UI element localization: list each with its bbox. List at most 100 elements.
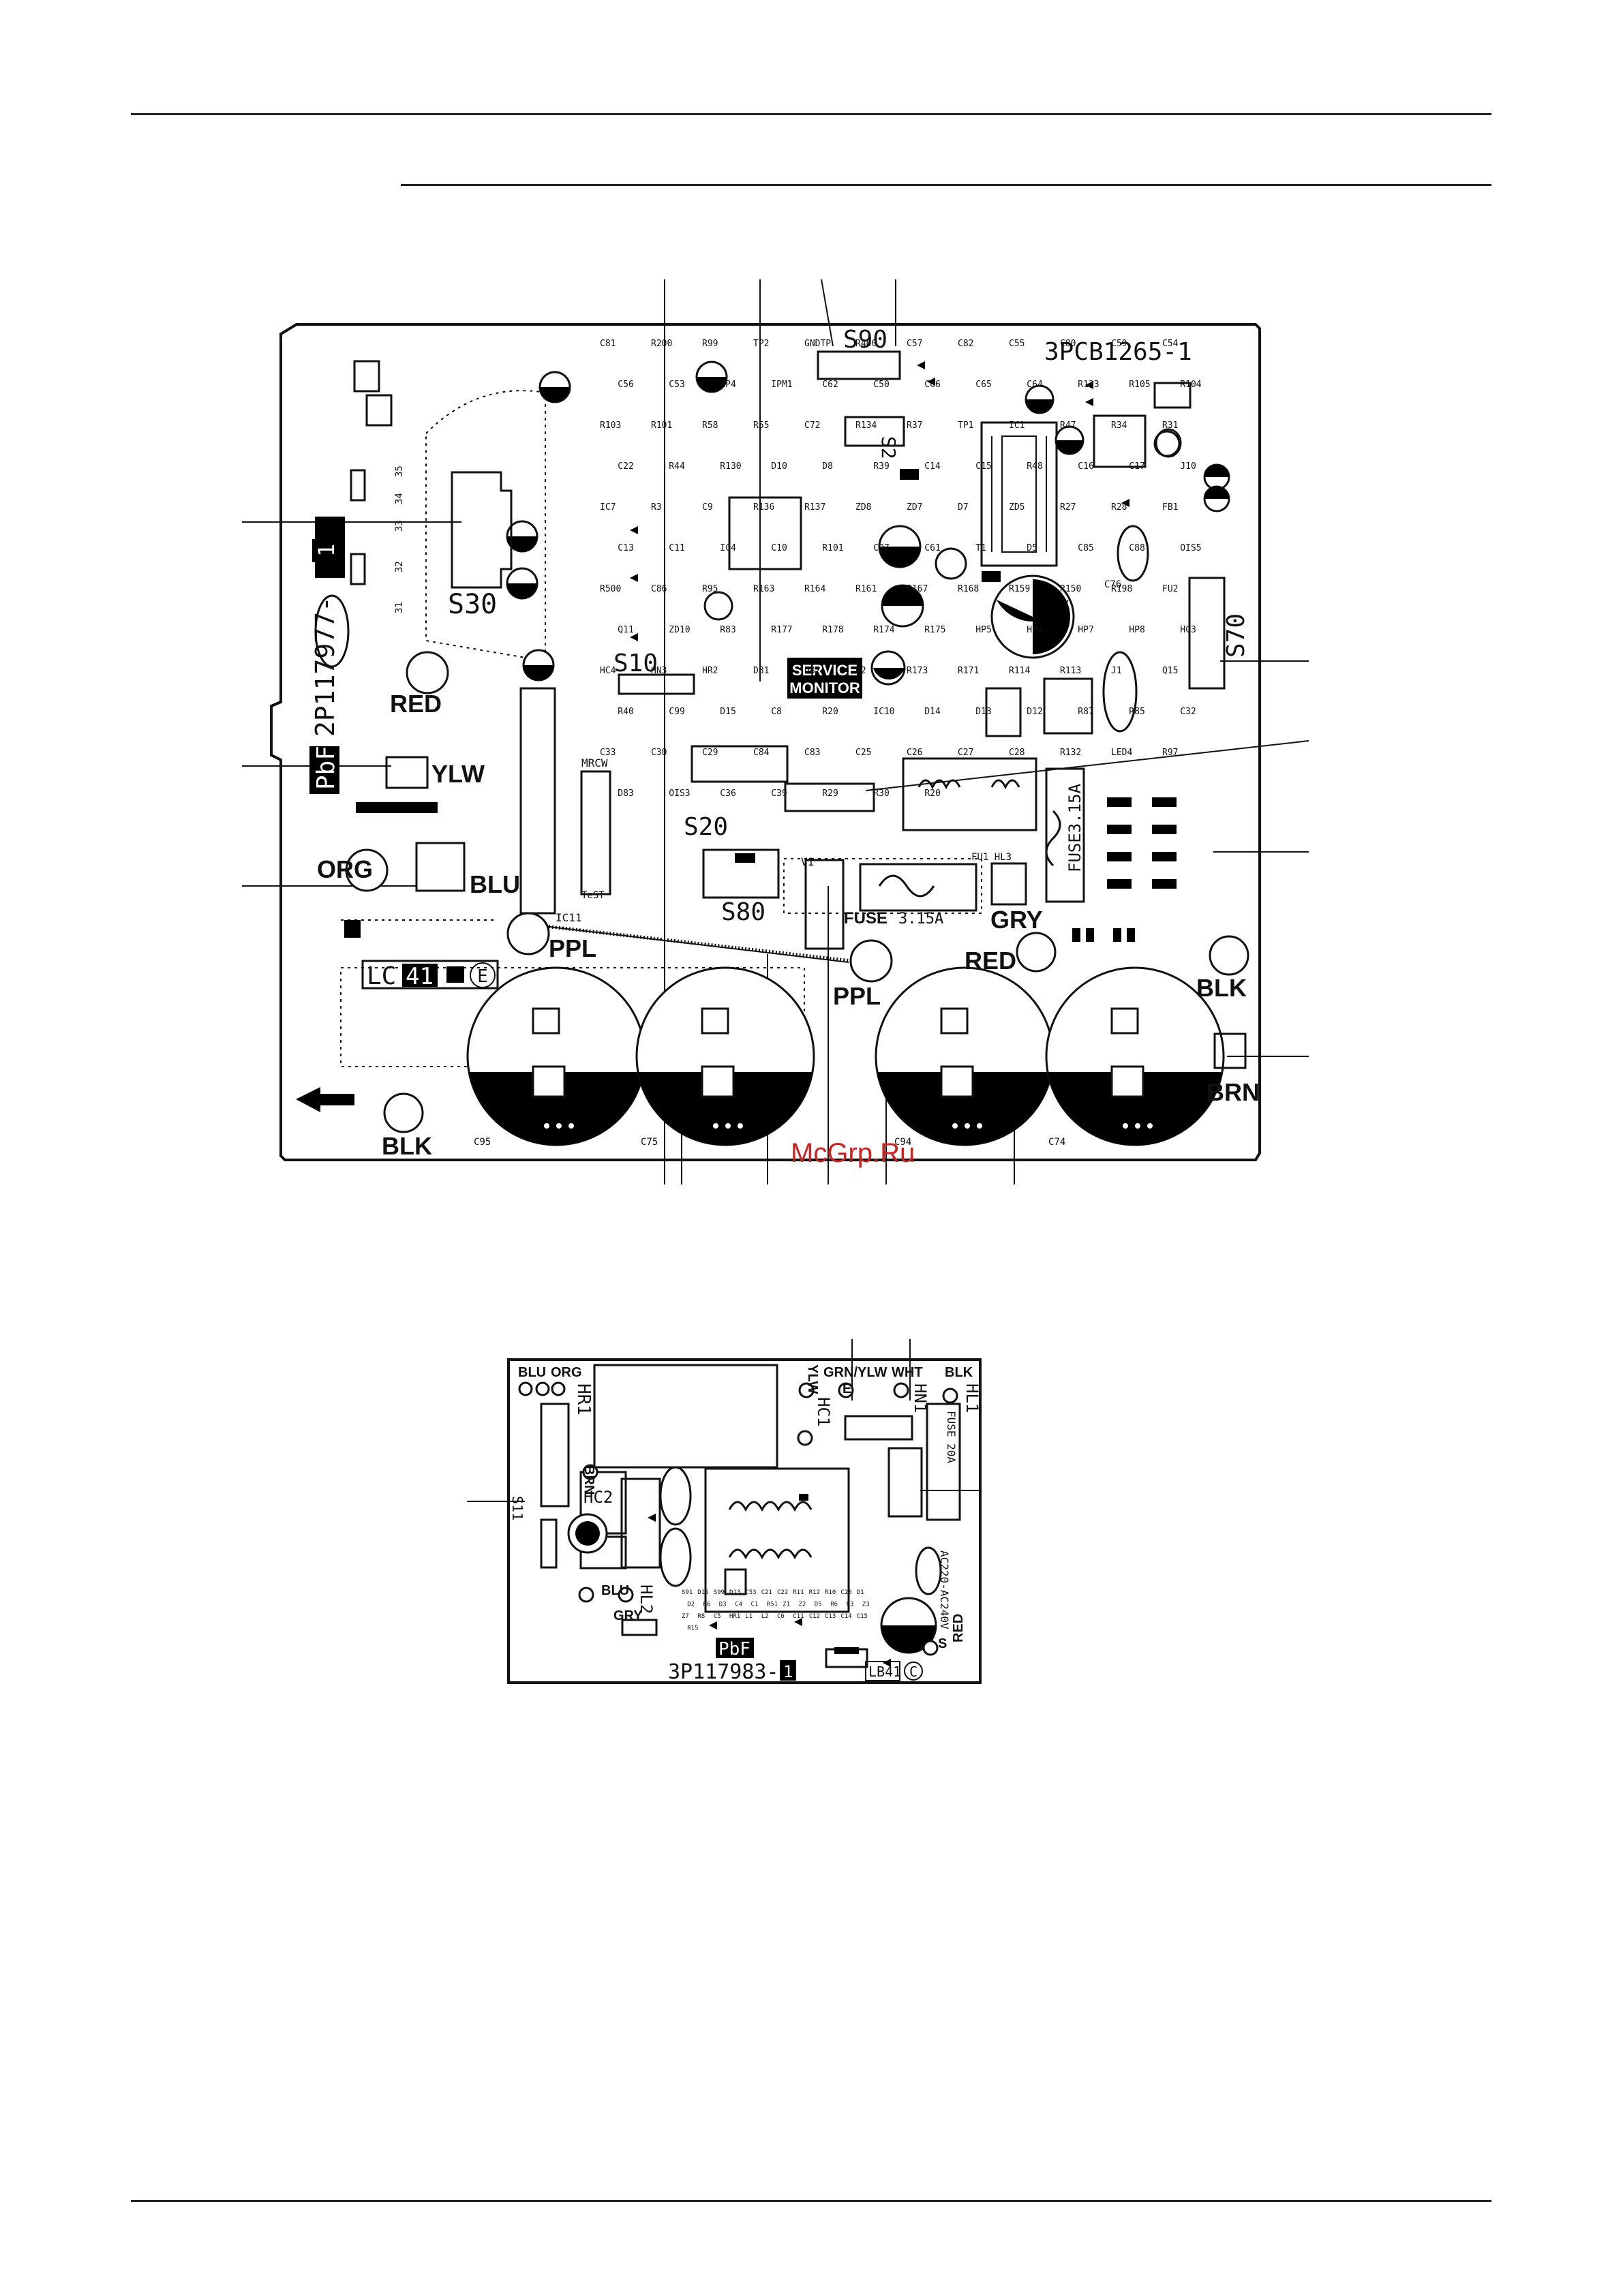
coils [878,779,1061,898]
sub-wire-hl2: HL2 [637,1585,656,1614]
component-ref-label: R105 [1129,380,1150,390]
component-ref-label: Q15 [1162,666,1178,676]
fu2-block [1045,767,1085,903]
sub-wire-red: RED [951,1614,966,1642]
component-ref-label: HP7 [1078,625,1093,635]
header-rule-bottom [401,184,1491,186]
component-ref-label: C62 [822,380,838,390]
sub-pbf-mark: PbF [718,1639,750,1659]
component-ref-label: R20 [924,789,940,799]
component-ref-label: C27 [958,748,973,758]
component-ref-label: IC7 [600,502,616,512]
wire-blk-bottom: BLK [382,1132,432,1160]
component-ref-label: R97 [1162,748,1178,758]
component-ref-label: HC4 [600,666,616,676]
component-ref-label: C11 [669,543,684,553]
connector-shapes [361,350,1247,1069]
component-ref-label: D10 [771,461,787,472]
label-test: TeST [581,890,605,901]
component-ref-label: C15 [975,461,991,472]
component-ref-label: R3 [651,502,662,512]
lc-number: 41 [406,963,434,990]
s70-body [1188,577,1226,690]
sub-lb-label: LB41 [868,1664,901,1680]
component-ref-label: R136 [753,502,774,512]
side-revision: 1 [314,544,339,557]
sub-board: PbF 3P117983- 1 LB41 C BLU ORG HR1 YLW H… [467,1339,982,1684]
component-ref-label: R28 [1111,502,1127,512]
component-ref-label: D83 [618,789,633,799]
label-c74: C74 [1048,1137,1065,1148]
component-ref-label: D14 [924,707,941,717]
component-ref-label: C6 [777,1613,785,1620]
component-ref-label: Z3 [862,1602,870,1608]
footer-rule [131,2200,1491,2202]
mrcw-body [580,770,611,896]
component-ref-label: C54 [1162,339,1179,349]
component-ref-label: C25 [855,748,871,758]
sub-c-mark-circle [904,1662,923,1681]
component-ref-label: R85 [1129,707,1144,717]
component-ref-label: C5 [714,1613,721,1620]
component-ref-label: S99 [714,1589,725,1596]
sub-wire-hn1: HN1 [911,1383,930,1413]
component-ref-label: C20 [840,1589,851,1596]
component-ref-label: C16 [1078,461,1093,472]
component-ref-label: R198 [1111,584,1132,594]
component-ref-label: C99 [669,707,684,717]
component-ref-label: R150 [1060,584,1081,594]
component-ref-label: C66 [924,380,940,390]
lc-suffix: E [477,966,488,987]
sub-wire-blu-low: BLU [601,1583,629,1598]
component-ref-label: C26 [907,748,922,758]
sub-wire-blk: BLK [945,1365,973,1380]
wire-blk-right: BLK [1196,974,1247,1002]
sub-revision: 1 [783,1662,793,1681]
sub-wire-hl1: HL1 [962,1383,982,1413]
component-ref-label: R47 [1060,420,1076,431]
sub-wire-ylw: YLW [805,1364,820,1394]
component-ref-label: C61 [924,543,940,553]
component-ref-label: IC1 [1009,420,1025,431]
hc3-block [385,756,429,789]
ic10-block [691,745,789,783]
component-ref-label: C33 [600,748,616,758]
s2-body [844,416,905,447]
component-ref-label: C8 [771,707,782,717]
label-s2: S2 [877,436,900,459]
component-ref-label: D12 [1027,707,1042,717]
component-ref-label: C55 [1009,339,1025,349]
fuse-small-block [859,863,977,912]
component-ref-label: C84 [753,748,770,758]
pin-35: 35 [394,465,405,477]
component-ref-label: C86 [651,584,667,594]
component-ref-label: D2 [687,1602,695,1608]
component-ref-label: C22 [618,461,633,472]
component-ref-label: R173 [907,666,928,676]
component-ref-label: R167 [907,584,928,594]
sub-pbf-box [716,1638,754,1658]
label-ic11: IC11 [556,911,582,924]
component-ref-label: D1 [857,1589,864,1596]
component-ref-label: Z2 [799,1602,806,1608]
sub-lb-box [865,1661,900,1681]
label-s70: S70 [1222,613,1250,658]
component-ref-label: J10 [1180,461,1196,472]
label-v1: V1 [801,855,814,868]
ic1-body [728,496,802,570]
label-mrcw: MRCW [581,756,608,769]
component-ref-label: R12 [809,1589,820,1596]
component-ref-label: C64 [1027,380,1043,390]
sub-varistor-label: AC220-AC240V [938,1550,951,1629]
component-ref-label: C3 [847,1602,854,1608]
lc41-frame [361,960,499,990]
component-ref-label: R44 [669,461,685,472]
component-ref-label: C21 [761,1589,772,1596]
component-ref-label: C29 [702,748,718,758]
component-ref-label: R27 [1060,502,1076,512]
component-ref-label: R168 [958,584,979,594]
test-pads [345,651,1249,1133]
label-s30: S30 [448,589,497,620]
label-c95: C95 [474,1137,491,1148]
